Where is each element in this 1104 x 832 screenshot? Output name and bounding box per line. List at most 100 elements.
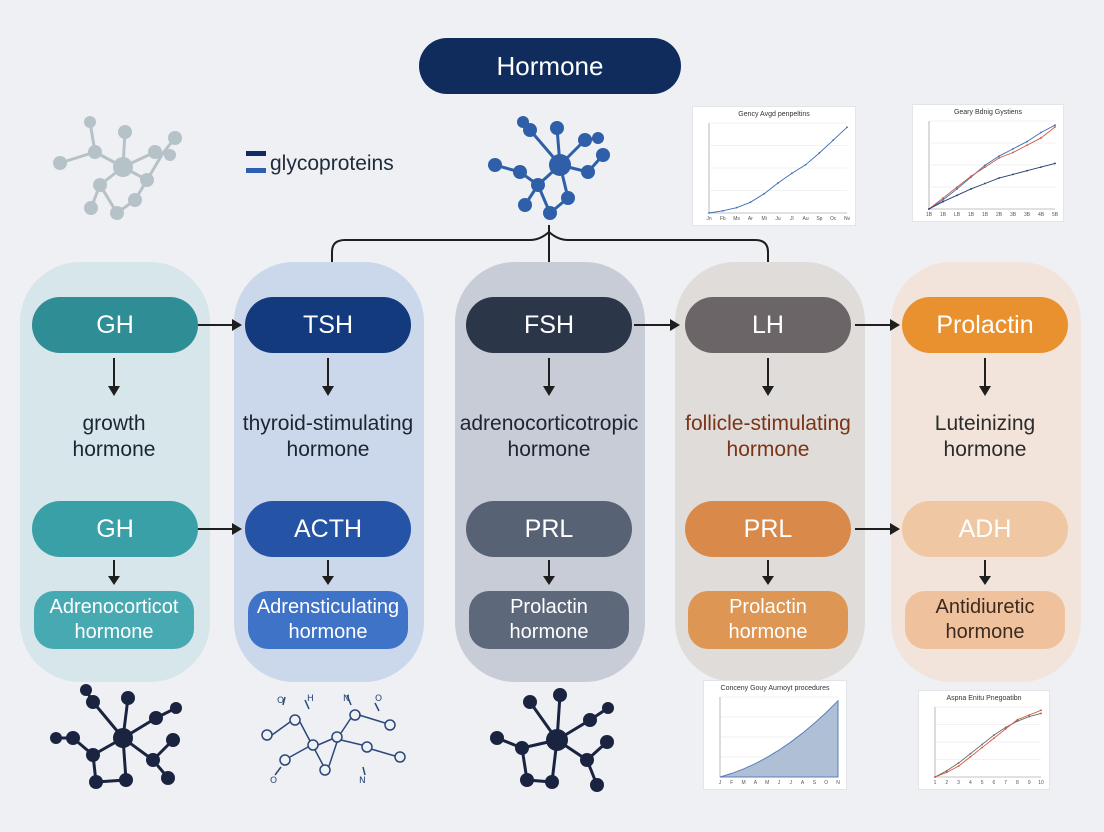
chart-point	[956, 194, 958, 197]
chart-line-series	[928, 126, 1056, 210]
chart-x-tick: Jn	[706, 216, 712, 222]
chart-point	[969, 755, 972, 758]
chart-point	[1028, 714, 1031, 716]
chart-x-tick: 1	[934, 780, 937, 786]
chart-x-tick: Au	[803, 216, 809, 222]
chart-point	[804, 163, 807, 166]
chart-x-tick: 1B	[926, 212, 933, 218]
chart-point	[1040, 166, 1042, 168]
chart-line-series	[928, 124, 1056, 210]
chart-x-tick: 2B	[996, 212, 1003, 218]
chart-x-tick: 3B	[1010, 212, 1017, 218]
chart-point	[945, 771, 948, 774]
chart-point	[735, 206, 738, 209]
chart-x-tick: Ms	[733, 216, 740, 222]
chart-point	[1004, 728, 1007, 730]
chart-x-tick: 1B	[982, 212, 989, 218]
chart-x-tick: 3B	[1024, 212, 1031, 218]
chart-point	[1040, 712, 1042, 715]
chart-point	[1054, 126, 1056, 128]
chart-x-tick: J	[719, 780, 722, 786]
chart-x-tick: LB	[954, 212, 961, 218]
chart-point	[942, 197, 944, 199]
chart-point	[1026, 144, 1028, 147]
chart-x-tick: O	[824, 780, 828, 786]
chart-point	[970, 175, 972, 178]
chart-point	[777, 182, 779, 184]
svg-text:O: O	[375, 694, 382, 704]
chart-x-tick: 3	[957, 780, 960, 786]
hormone-pill-tsh: TSH	[245, 297, 411, 353]
chart-x-tick: 9	[1028, 780, 1031, 786]
molecule-icon-center	[488, 116, 610, 220]
chart-point	[1012, 173, 1014, 176]
chart-point	[790, 172, 793, 175]
chart-x-tick: 8	[1016, 780, 1019, 786]
chart-point	[969, 752, 972, 755]
chart-point	[749, 201, 752, 204]
chart-x-tick: 5B	[1052, 212, 1059, 218]
chart-point	[1012, 147, 1014, 150]
chart-point	[928, 208, 930, 210]
chart-x-tick: 5	[981, 780, 984, 786]
chart-point	[1016, 718, 1019, 721]
chart-x-tick: J	[790, 780, 793, 786]
chart-point	[992, 734, 995, 737]
chart-x-tick: 10	[1038, 780, 1044, 786]
chart-point	[992, 737, 995, 740]
chart-x-tick: J	[778, 780, 781, 786]
molecule-icon-bottom-1	[50, 684, 182, 789]
chart-x-tick: S	[813, 780, 817, 786]
chart-line-series	[708, 126, 848, 214]
svg-text:H: H	[307, 694, 314, 704]
chart-point	[1040, 137, 1042, 139]
chart-x-tick: Sp	[816, 216, 822, 222]
hormone-pill-lh: LH	[685, 297, 851, 353]
molecule-icon-top-left	[53, 116, 182, 220]
chart-point	[1028, 715, 1031, 718]
chart-x-tick: A	[801, 780, 805, 786]
hormone-pill-prolactin: Prolactin	[902, 297, 1068, 353]
chart-point	[1054, 124, 1056, 127]
legend-label: glycoproteins	[270, 152, 394, 175]
chart-point	[942, 198, 944, 201]
chart-x-tick: N	[836, 780, 840, 786]
chart-point	[1040, 709, 1042, 712]
hormone-pill-gh: GH	[32, 297, 198, 353]
chart-x-tick: 4	[969, 780, 972, 786]
molecule-icon-bottom-3	[490, 688, 614, 792]
hormone-pill-acth: ACTH	[245, 501, 411, 557]
chart-point	[846, 126, 848, 129]
chart-line-series	[934, 712, 1042, 778]
chart-point	[998, 177, 1000, 179]
chart-point	[981, 746, 984, 749]
title-pill: Hormone	[419, 38, 681, 94]
chart-point	[981, 743, 984, 746]
chart-point	[970, 188, 972, 190]
chart-point	[1026, 169, 1028, 172]
chart-title: Gency Avgd penpeltins	[738, 111, 810, 118]
chart-x-tick: 6	[992, 780, 995, 786]
chart-x-tick: A	[754, 780, 758, 786]
chart-point	[1004, 726, 1007, 729]
chart-x-tick: 7	[1004, 780, 1007, 786]
chart-point	[957, 762, 960, 764]
chart-title: Aspna Enitu Pnegoatibn	[946, 695, 1021, 702]
chart-x-tick: F	[730, 780, 733, 786]
legend-swatch-blue	[246, 168, 266, 173]
chart-point	[818, 152, 821, 154]
chart-point	[956, 186, 958, 189]
chart-area-series	[719, 699, 839, 778]
